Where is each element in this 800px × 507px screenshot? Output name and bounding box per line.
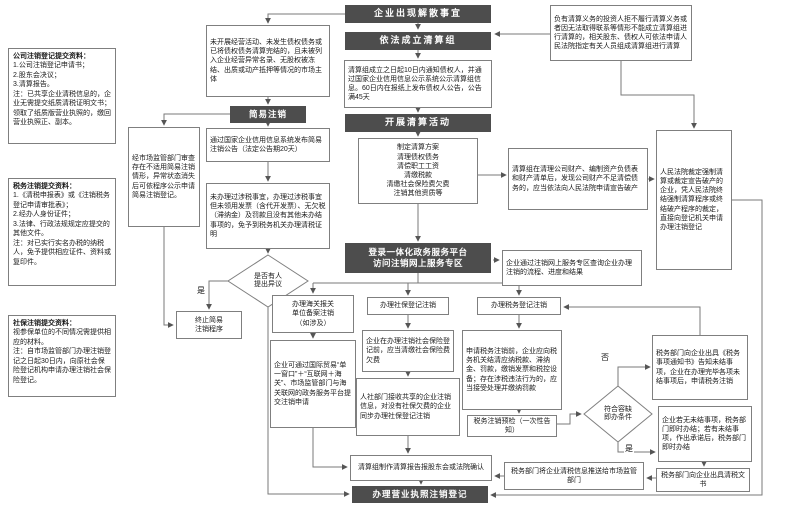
node-tax-notice: 税务部门向企业出具《税务事项通知书》告知未结事项，企业在办理完毕各项未结事项后，… — [652, 335, 748, 400]
node-customs-cancellation: 办理海关报关 单位备案注销 （如涉及） — [272, 295, 354, 333]
node-customs-detail: 企业可通过国际贸易“单一窗口”＋“互联网＋海关”、市场监管部门与海关联网的政务服… — [270, 340, 356, 428]
node-form-liquidation-group: 依法成立清算组 — [345, 32, 491, 50]
decision-objection: 是否有人 提出异议 — [254, 272, 282, 288]
node-tax-cancellation: 办理税务登记注销 — [477, 297, 561, 315]
node-simple-cancellation: 简易注销 — [230, 106, 306, 123]
node-progress-query: 企业通过注销网上服务专区查询企业办理注销的流程、进度和结果 — [502, 250, 642, 286]
node-review-note: 经市场监管部门审查存在不适用简易注销情形，异常状态消失后可依程序公示申请简易注销… — [128, 127, 200, 227]
node-court-ruling: 人民法院裁定强制清算或裁定宣告破产的企业，凭人民法院终结强制清算程序或终结破产程… — [656, 130, 732, 270]
node-social-detail-1: 企业在办理注销社会保险登记前，应当清缴社会保险费欠费 — [362, 330, 454, 372]
node-instant-settle: 企业若无未结事项，税务部门即时办结；若有未结事项，作出承诺后，税务部门即时办结 — [658, 406, 752, 462]
node-tax-precheck: 税务注销预检（一次性告知） — [467, 415, 557, 437]
node-simple-eligibility: 未开展经营活动、未发生债权债务或已将债权债务清算完结的，且未被列入企业经营异常名… — [206, 25, 330, 97]
node-simple-announcement: 通过国家企业信用信息系统发布简易注销公告（法定公告期20天） — [206, 128, 330, 162]
label-objection-yes: 是 — [196, 285, 206, 296]
panel-company-materials-body: 1.公司注销登记申请书； 2.股东会决议； 3.清算报告。 注：已共享企业清税信… — [13, 62, 111, 127]
node-creditor-notice: 清算组成立之日起10日内通知债权人，并通过国家企业信用信息公示系统公示清算组信息… — [344, 60, 492, 108]
panel-company-materials-title: 公司注销登记提交资料： — [13, 53, 90, 60]
panel-tax-materials-body: 1.《清税申报表》或《注销税务登记申请审批表》； 2.经办人身份证件； 3.法律… — [13, 192, 111, 266]
node-tax-clearance-doc: 税务部门向企业出具清税文书 — [656, 468, 750, 492]
label-tolerance-no: 否 — [600, 352, 610, 363]
node-tax-clearance-exemption: 未办理过涉税事宜，办理过涉税事宜但未领用发票（含代开发票）、无欠税（滞纳金）及罚… — [206, 183, 330, 249]
decision-tolerance: 符合容缺 即办条件 — [604, 405, 632, 421]
node-bankruptcy-petition: 清算组在清理公司财产、编制资产负债表和财产清单后，发现公司财产不足清偿债务的，应… — [508, 148, 648, 210]
node-service-platform: 登录一体化政务服务平台 访问注销网上服务专区 — [345, 243, 491, 273]
node-liquidation-activity: 开展清算活动 — [345, 114, 491, 132]
node-social-detail-2: 人社部门接收共享的企业注销信息，对没有社保欠费的企业同步办理社保登记注销 — [356, 378, 460, 436]
node-tax-info-push: 税务部门将企业清税信息推送给市场监管部门 — [504, 462, 644, 490]
node-license-cancellation: 办理营业执照注销登记 — [352, 486, 488, 503]
node-dissolution-title: 企业出现解散事宜 — [345, 5, 491, 23]
node-social-insurance-cancellation: 办理社保登记注销 — [367, 297, 449, 315]
node-liquidation-report: 清算组制作清算报告报股东会或法院确认 — [350, 455, 492, 481]
panel-social-materials-title: 社保注销提交资料： — [13, 320, 76, 327]
panel-social-materials-body: 视参保单位的不同情况需提供相应的材料。 注：自市场监管部门办理注销登记之日起30… — [13, 329, 111, 384]
node-terminate-simple: 终止简易 注销程序 — [176, 311, 242, 339]
panel-tax-materials-title: 税务注销提交资料： — [13, 183, 76, 190]
panel-tax-materials: 税务注销提交资料： 1.《清税申报表》或《注销税务登记申请审批表》； 2.经办人… — [8, 178, 116, 286]
panel-company-materials: 公司注销登记提交资料： 1.公司注销登记申请书； 2.股东会决议； 3.清算报告… — [8, 48, 116, 144]
label-tolerance-yes: 是 — [624, 443, 634, 454]
node-court-appointed-group: 负有清算义务的投资人拒不履行清算义务或者因无法取得联系等情形不能成立清算组进行清… — [550, 5, 692, 61]
node-tax-detail: 申请税务注销前，企业应向税务机关结清应纳税款、滞纳金、罚款，缴销发票和税控设备；… — [462, 330, 562, 410]
panel-social-materials: 社保注销提交资料： 视参保单位的不同情况需提供相应的材料。 注：自市场监管部门办… — [8, 315, 116, 397]
node-activity-detail: 制定清算方案 清理债权债务 清偿职工工资 清缴税款 清缴社会保险费欠费 注销其他… — [358, 138, 478, 204]
